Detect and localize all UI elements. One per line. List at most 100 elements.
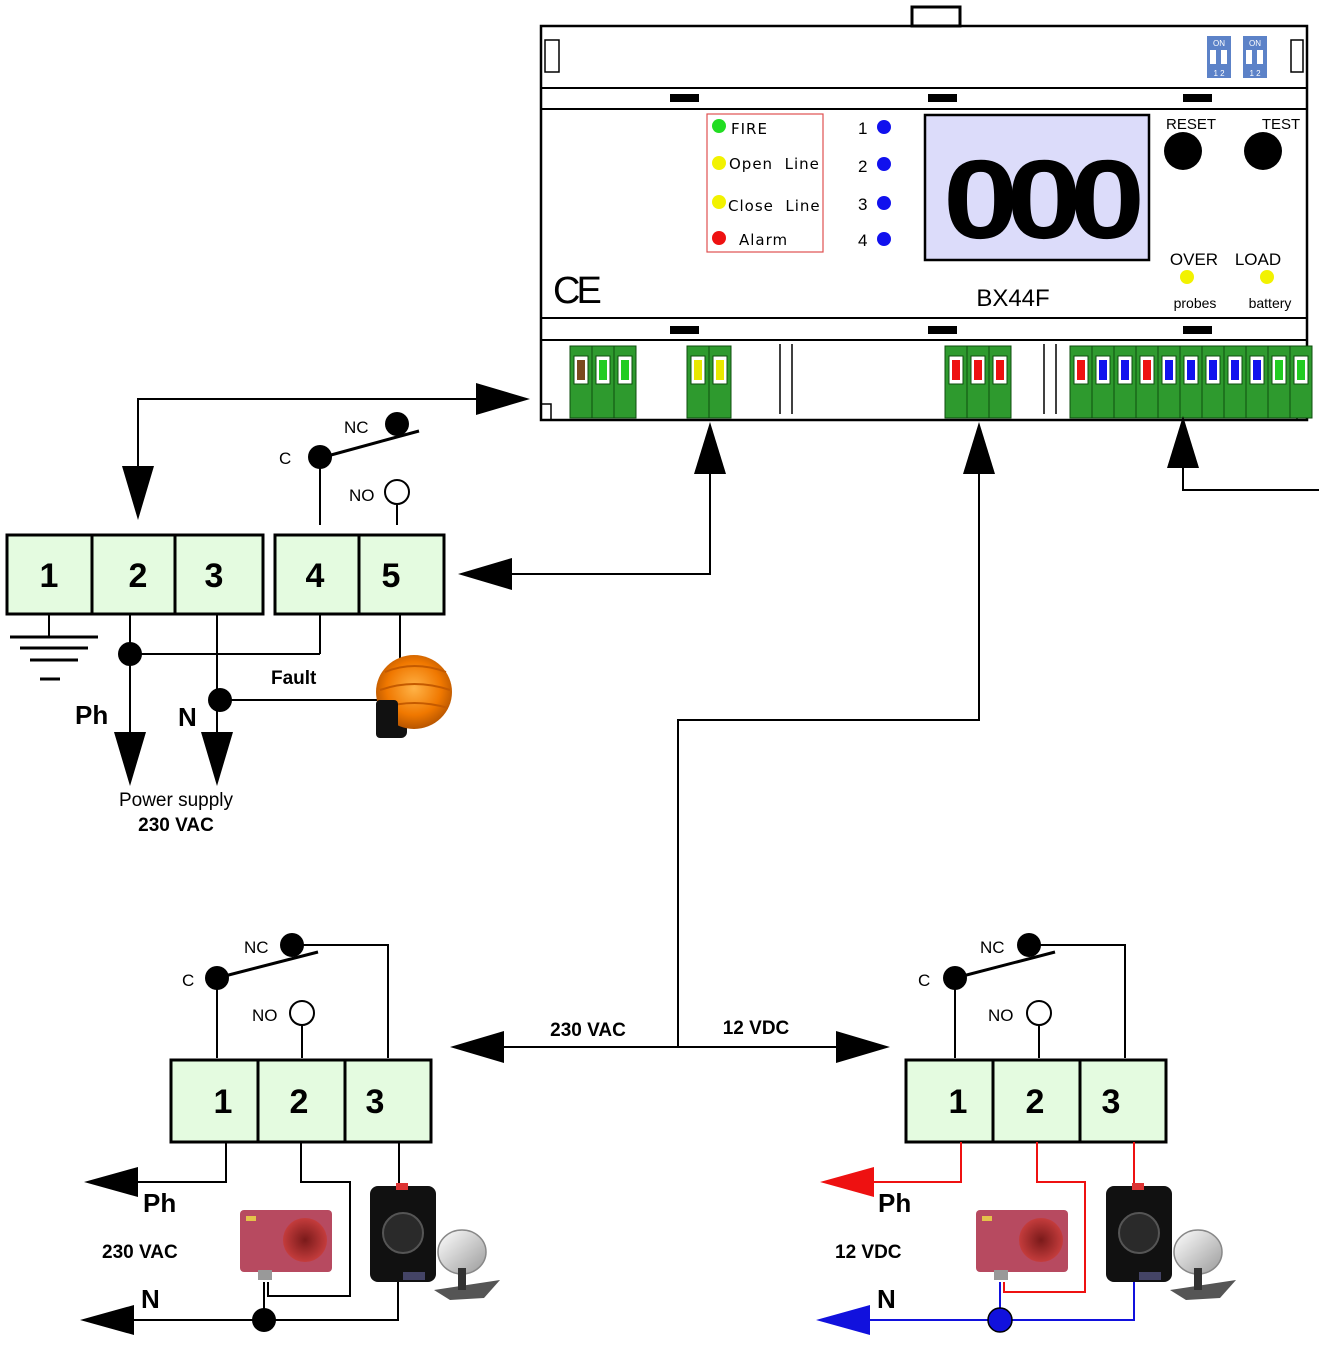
right-relay <box>954 944 1126 1058</box>
alarm-led-label: Alarm <box>739 231 788 249</box>
split-label-12vdc: 12 VDC <box>723 1018 790 1039</box>
model-label: BX44F <box>976 285 1049 312</box>
right-terminal-block: 1 2 3 <box>904 1058 1168 1144</box>
dip-switch-1[interactable]: ON 1 2 <box>1207 36 1231 78</box>
neutral-junction <box>208 688 232 712</box>
right-relay-no-label: NO <box>988 1006 1014 1025</box>
terminal-wire-color <box>1275 360 1283 380</box>
power-relay <box>319 429 420 525</box>
arrow-to-right-block <box>836 1031 890 1063</box>
right-relay-nc-contact <box>1017 933 1041 957</box>
power-terminal-4: 4 <box>306 557 325 595</box>
arrow-up-probe-connector <box>1167 416 1199 468</box>
neutral-arrow <box>201 732 233 786</box>
close-line-led-label: Close Line <box>728 197 821 215</box>
terminal-wire-color <box>974 360 982 380</box>
terminal-wire-color <box>1187 360 1195 380</box>
power-terminal-5: 5 <box>382 557 401 595</box>
phase-arrow <box>114 732 146 786</box>
left-ph-arrow <box>84 1167 138 1197</box>
power-relay-c-label: C <box>279 449 291 468</box>
left-n-arrow <box>80 1305 134 1335</box>
terminal-wire-color <box>1253 360 1261 380</box>
siren-speaker-icon <box>976 1210 1068 1280</box>
close-line-led <box>712 195 726 209</box>
svg-text:1 2: 1 2 <box>1249 69 1261 78</box>
left-terminal-block: 1 2 3 <box>169 1058 433 1144</box>
reset-button[interactable] <box>1164 132 1202 170</box>
terminal-wire-color <box>599 360 607 380</box>
right-n-arrow <box>816 1305 870 1335</box>
zone-2-label: 2 <box>858 157 867 176</box>
zone-1-led <box>877 120 891 134</box>
left-relay <box>216 944 389 1058</box>
ce-mark: CE <box>553 270 600 312</box>
left-relay-c-label: C <box>182 971 194 990</box>
left-relay-nc-contact <box>280 933 304 957</box>
probes-label: probes <box>1174 295 1217 311</box>
right-terminal-2: 2 <box>1026 1083 1045 1121</box>
dip-switch-2[interactable]: ON 1 2 <box>1243 36 1267 78</box>
zone-2-led <box>877 157 891 171</box>
power-relay-c-contact <box>308 445 332 469</box>
left-terminal-2: 2 <box>290 1083 309 1121</box>
right-n-junction <box>987 1307 1013 1333</box>
arrow-to-unit <box>476 383 530 415</box>
test-button[interactable] <box>1244 132 1282 170</box>
terminal-wire-color <box>1231 360 1239 380</box>
dish-reflector-icon <box>1170 1229 1236 1300</box>
test-label: TEST <box>1262 116 1300 133</box>
flash-sounder-icon <box>1106 1183 1172 1282</box>
right-ph-label: Ph <box>878 1188 911 1218</box>
arrow-to-left-block <box>450 1031 504 1063</box>
right-terminal-1: 1 <box>949 1083 968 1121</box>
connector-sirens <box>944 345 1012 419</box>
probes-led <box>1180 270 1194 284</box>
load-label: LOAD <box>1235 250 1281 269</box>
left-n-label: N <box>141 1284 160 1314</box>
power-relay-no-label: NO <box>349 486 375 505</box>
right-voltage-label: 12 VDC <box>835 1242 902 1263</box>
fire-led-label: FIRE <box>731 120 768 138</box>
left-relay-c-contact <box>205 966 229 990</box>
power-ph-label: Ph <box>75 700 108 730</box>
svg-text:1 2: 1 2 <box>1213 69 1225 78</box>
terminal-wire-color <box>996 360 1004 380</box>
over-label: OVER <box>1170 250 1218 269</box>
left-n-junction <box>252 1308 276 1332</box>
arrow-up-siren-connector <box>963 422 995 474</box>
zone-4-led <box>877 232 891 246</box>
arrow-to-fault-terminals <box>458 558 512 590</box>
terminal-wire-color <box>694 360 702 380</box>
fault-beacon-icon <box>376 655 452 738</box>
power-supply-title: Power supply <box>119 790 234 811</box>
arrow-up-fault-connector <box>694 422 726 474</box>
power-supply-voltage: 230 VAC <box>138 815 214 836</box>
power-n-label: N <box>178 702 197 732</box>
arrow-to-power-block <box>122 466 154 520</box>
lcd-display <box>923 113 1151 262</box>
reset-label: RESET <box>1166 116 1216 133</box>
split-label-230vac: 230 VAC <box>550 1020 626 1041</box>
power-relay-nc-label: NC <box>344 418 369 437</box>
dish-reflector-icon <box>434 1229 500 1300</box>
open-line-led-label: Open Line <box>729 155 820 173</box>
power-terminal-block: 1 2 3 4 5 <box>5 533 446 616</box>
power-terminal-3: 3 <box>205 557 224 595</box>
left-terminal-3: 3 <box>366 1083 385 1121</box>
connector-power <box>569 345 637 419</box>
left-ph-label: Ph <box>143 1188 176 1218</box>
terminal-wire-color <box>1077 360 1085 380</box>
terminal-wire-color <box>1209 360 1217 380</box>
svg-text:ON: ON <box>1213 39 1225 48</box>
terminal-wire-color <box>621 360 629 380</box>
terminal-wire-color <box>1297 360 1305 380</box>
right-terminal-3: 3 <box>1102 1083 1121 1121</box>
terminal-wire-color <box>1121 360 1129 380</box>
siren-speaker-icon <box>240 1210 332 1280</box>
terminal-wire-color <box>1143 360 1151 380</box>
open-line-led <box>712 156 726 170</box>
zone-3-led <box>877 196 891 210</box>
right-phase-wiring <box>868 1142 1135 1293</box>
